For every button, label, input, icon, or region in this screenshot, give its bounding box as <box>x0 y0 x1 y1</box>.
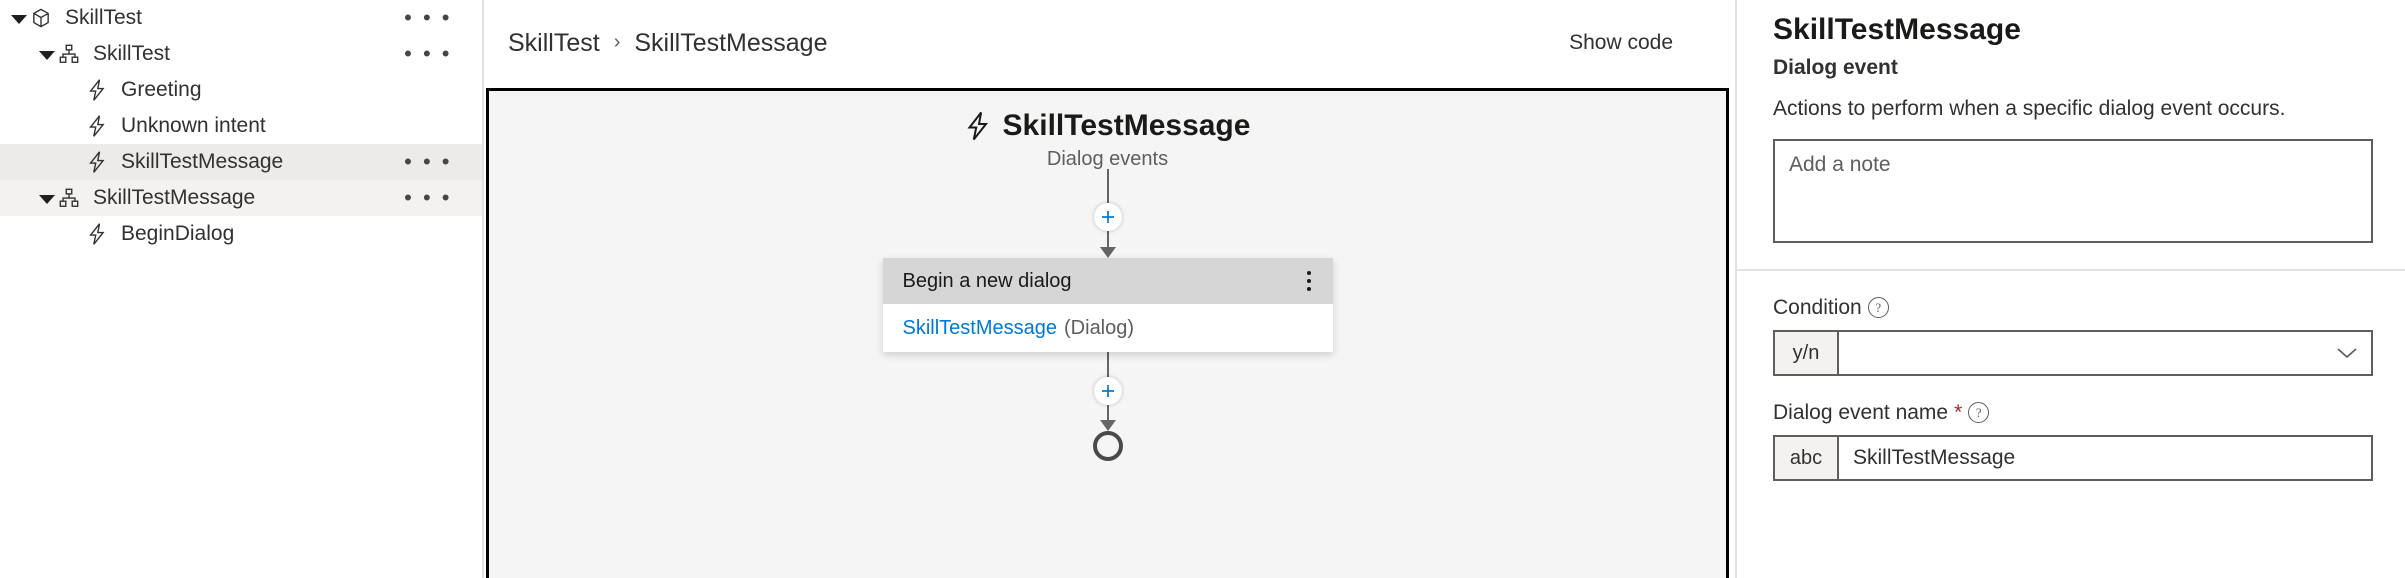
trigger-bolt-icon <box>84 149 110 175</box>
chevron-spacer <box>66 117 84 135</box>
chevron-spacer <box>66 81 84 99</box>
sidebar-item-more-menu-icon[interactable]: • • • <box>404 5 452 30</box>
edge-segment-bottom <box>1106 405 1109 421</box>
add-action-button-bottom[interactable] <box>1093 377 1122 405</box>
action-card-more-menu-icon[interactable] <box>1299 271 1319 291</box>
required-asterisk: * <box>1954 401 1963 425</box>
action-card-body: SkillTestMessage (Dialog) <box>882 304 1333 352</box>
sidebar-item-3[interactable]: Unknown intent <box>0 108 482 144</box>
trigger-node-subtitle: Dialog events <box>1046 148 1169 170</box>
sidebar-item-label: Greeting <box>121 78 202 101</box>
edge-segment-top <box>1106 169 1109 203</box>
edge-segment-mid-b <box>1106 352 1109 377</box>
trigger-node-title: SkillTestMessage <box>965 109 1251 142</box>
trigger-bolt-icon <box>84 221 110 247</box>
action-card-dialog-type: (Dialog) <box>1064 316 1135 339</box>
note-textarea[interactable]: Add a note <box>1773 139 2373 244</box>
panel-subtitle: Dialog event <box>1773 56 1898 79</box>
sidebar-item-label: SkillTest <box>65 6 143 29</box>
dialog-tree-icon <box>56 41 82 67</box>
sidebar-item-label: SkillTestMessage <box>121 150 284 173</box>
dialog-event-name-input[interactable]: SkillTestMessage <box>1853 446 2016 470</box>
dialog-event-name-help-icon[interactable]: ? <box>1968 402 1990 424</box>
trigger-bolt-icon <box>84 113 110 139</box>
breadcrumb-separator-icon: › <box>613 30 621 53</box>
condition-help-icon[interactable]: ? <box>1867 297 1889 319</box>
main-header: SkillTest › SkillTestMessage Show code <box>484 0 1735 86</box>
panel-description: Actions to perform when a specific dialo… <box>1773 97 2286 121</box>
action-card-dialog-link[interactable]: SkillTestMessage <box>902 316 1058 339</box>
dialog-event-name-field-label: Dialog event name * ? <box>1773 401 2373 425</box>
trigger-node-title-text: SkillTestMessage <box>1002 109 1251 142</box>
sidebar-item-more-menu-icon[interactable]: • • • <box>404 185 452 210</box>
chevron-spacer <box>66 225 84 243</box>
sidebar-item-0[interactable]: SkillTest • • • <box>0 0 482 36</box>
edge-segment-mid-a <box>1106 231 1109 248</box>
condition-type-prefix: y/n <box>1775 332 1839 375</box>
properties-panel: SkillTestMessage Dialog event Actions to… <box>1735 0 2405 578</box>
dialog-tree-icon <box>56 185 82 211</box>
condition-field-row[interactable]: y/n <box>1773 330 2373 377</box>
condition-input[interactable] <box>1839 332 2323 374</box>
trigger-bolt-icon <box>965 111 991 141</box>
sidebar-item-6[interactable]: BeginDialog <box>0 216 482 252</box>
add-action-button-top[interactable] <box>1093 203 1122 231</box>
sidebar-item-label: SkillTestMessage <box>93 186 256 209</box>
panel-divider <box>1737 269 2405 272</box>
sidebar-item-2[interactable]: Greeting <box>0 72 482 108</box>
dialog-event-name-field-row[interactable]: abc SkillTestMessage <box>1773 435 2373 482</box>
flow-container: SkillTestMessage Dialog events Begin a n… <box>489 111 1726 461</box>
breadcrumb: SkillTest › SkillTestMessage <box>508 29 828 58</box>
chevron-down-icon[interactable] <box>10 9 28 27</box>
sidebar-item-more-menu-icon[interactable]: • • • <box>404 149 452 174</box>
condition-label-text: Condition <box>1773 296 1862 320</box>
edge-arrow-into-card <box>1099 247 1116 258</box>
sidebar-item-1[interactable]: SkillTest • • • <box>0 36 482 72</box>
dialog-event-name-type-prefix: abc <box>1775 437 1839 480</box>
condition-field-label: Condition ? <box>1773 296 2373 320</box>
sidebar-item-more-menu-icon[interactable]: • • • <box>404 41 452 66</box>
bot-cube-icon <box>28 5 54 31</box>
action-card-begin-dialog[interactable]: Begin a new dialog SkillTestMessage (Dia… <box>882 258 1333 352</box>
chevron-down-icon[interactable] <box>38 45 56 63</box>
sidebar-item-5[interactable]: SkillTestMessage • • • <box>0 180 482 216</box>
action-card-header[interactable]: Begin a new dialog <box>882 258 1333 304</box>
breadcrumb-item-current[interactable]: SkillTestMessage <box>634 28 828 57</box>
dialog-flow-canvas[interactable]: SkillTestMessage Dialog events Begin a n… <box>486 88 1729 578</box>
trigger-bolt-icon <box>84 77 110 103</box>
sidebar-item-label: SkillTest <box>93 42 171 65</box>
condition-chevron-down-icon[interactable] <box>2323 332 2371 374</box>
main-area: SkillTest › SkillTestMessage Show code S… <box>484 0 1735 578</box>
panel-title: SkillTestMessage <box>1773 13 2021 46</box>
flow-end-node-icon <box>1092 431 1123 461</box>
chevron-spacer <box>66 153 84 171</box>
show-code-button[interactable]: Show code <box>1569 31 1673 54</box>
dialog-event-name-label-text: Dialog event name <box>1773 401 1949 425</box>
sidebar-item-label: Unknown intent <box>121 114 266 137</box>
sidebar-item-4[interactable]: SkillTestMessage • • • <box>0 144 482 180</box>
action-card-title: Begin a new dialog <box>902 269 1072 292</box>
chevron-down-icon[interactable] <box>38 189 56 207</box>
sidebar-item-label: BeginDialog <box>121 222 235 245</box>
breadcrumb-item-root[interactable]: SkillTest <box>508 28 600 57</box>
edge-arrow-into-end <box>1099 420 1116 431</box>
